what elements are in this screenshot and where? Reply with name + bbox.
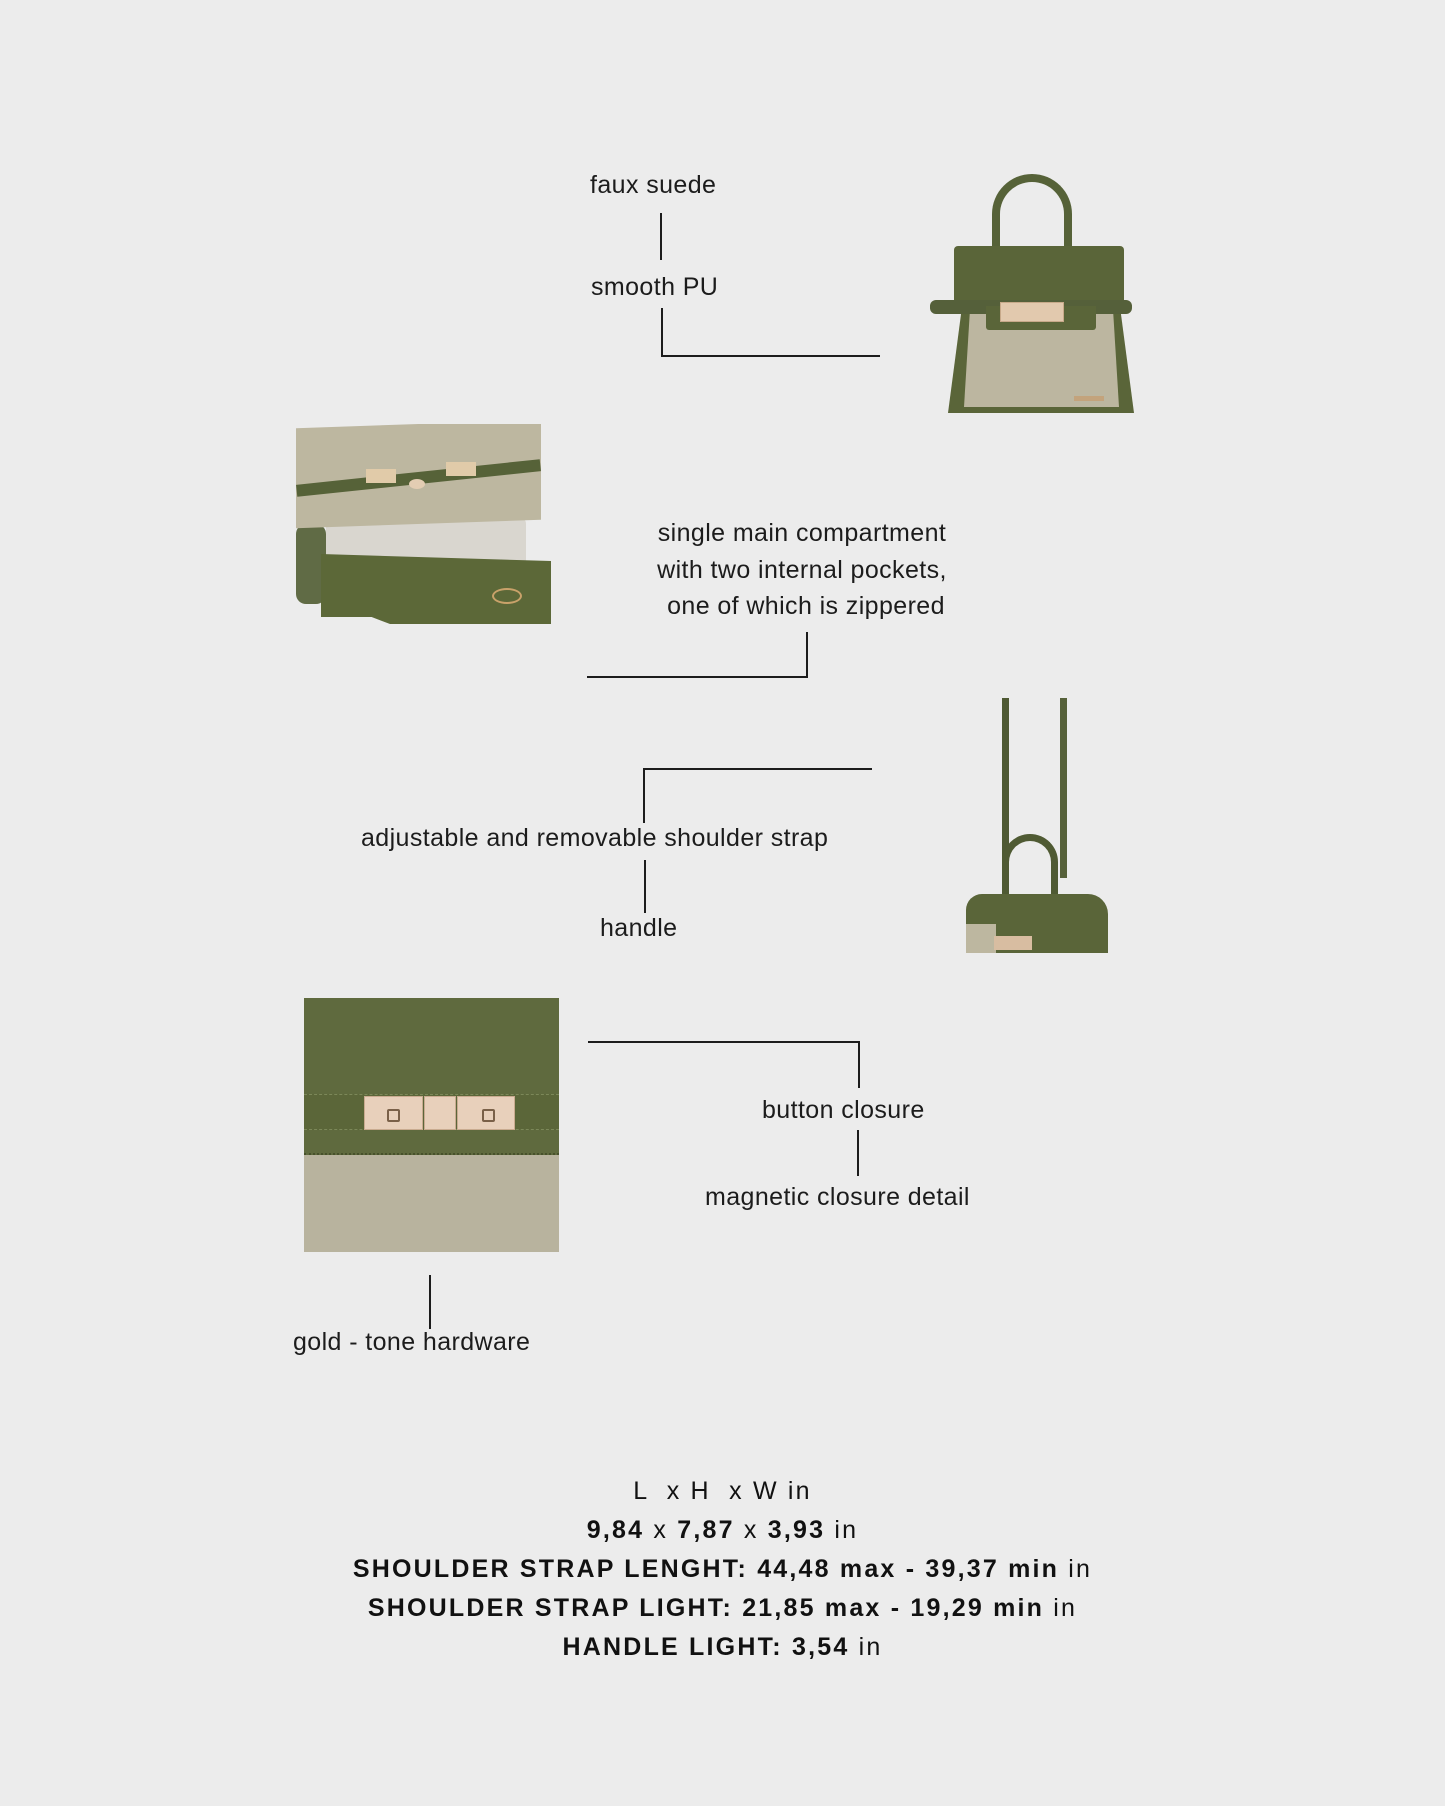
label-shoulder-strap: adjustable and removable shoulder strap	[361, 824, 829, 852]
connector-line	[806, 632, 808, 678]
connector-line	[858, 1041, 860, 1088]
gold-plate-center	[424, 1096, 456, 1130]
product-image-closure-detail	[304, 998, 559, 1252]
spec-strap-length: SHOULDER STRAP LENGHT: 44,48 max - 39,37…	[352, 1555, 1093, 1583]
connector-line	[587, 676, 808, 678]
bag-handle	[1002, 834, 1058, 896]
label-compartment-line-2: with two internal pockets,	[657, 556, 947, 584]
brand-logo	[1074, 396, 1104, 401]
connector-line	[429, 1275, 431, 1329]
label-hardware: gold - tone hardware	[293, 1328, 531, 1356]
gold-lock-hardware	[1000, 302, 1064, 322]
gold-plate-right	[457, 1096, 515, 1130]
spec-dimensions: 9,84 x 7,87 x 3,93 in	[586, 1516, 859, 1544]
product-image-open-view	[296, 424, 552, 630]
bag-handle	[992, 174, 1072, 246]
dimensions-spec-block: L x H x W in 9,84 x 7,87 x 3,93 in SHOUL…	[0, 1472, 1445, 1667]
connector-line	[660, 213, 662, 260]
label-magnetic-closure: magnetic closure detail	[705, 1183, 970, 1211]
spec-header: L x H x W in	[633, 1477, 812, 1505]
label-faux-suede: faux suede	[590, 171, 717, 199]
connector-line	[643, 768, 645, 823]
connector-line	[588, 1041, 860, 1043]
label-compartment-line-1: single main compartment	[657, 519, 947, 547]
label-smooth-pu: smooth PU	[591, 273, 719, 301]
spec-handle-drop: HANDLE LIGHT: 3,54 in	[562, 1633, 883, 1661]
connector-line	[857, 1130, 859, 1176]
connector-line	[661, 308, 663, 357]
spec-strap-drop: SHOULDER STRAP LIGHT: 21,85 max - 19,29 …	[367, 1594, 1078, 1622]
connector-line	[661, 355, 880, 357]
product-image-front-view	[926, 172, 1136, 417]
gold-plate-left	[364, 1096, 423, 1130]
connector-line	[643, 768, 872, 770]
shoulder-strap	[1002, 698, 1009, 878]
label-compartment-line-3: one of which is zippered	[667, 592, 945, 620]
product-image-strap-view	[960, 698, 1110, 953]
label-button-closure: button closure	[762, 1096, 925, 1124]
connector-line	[644, 860, 646, 913]
label-handle: handle	[600, 914, 678, 942]
